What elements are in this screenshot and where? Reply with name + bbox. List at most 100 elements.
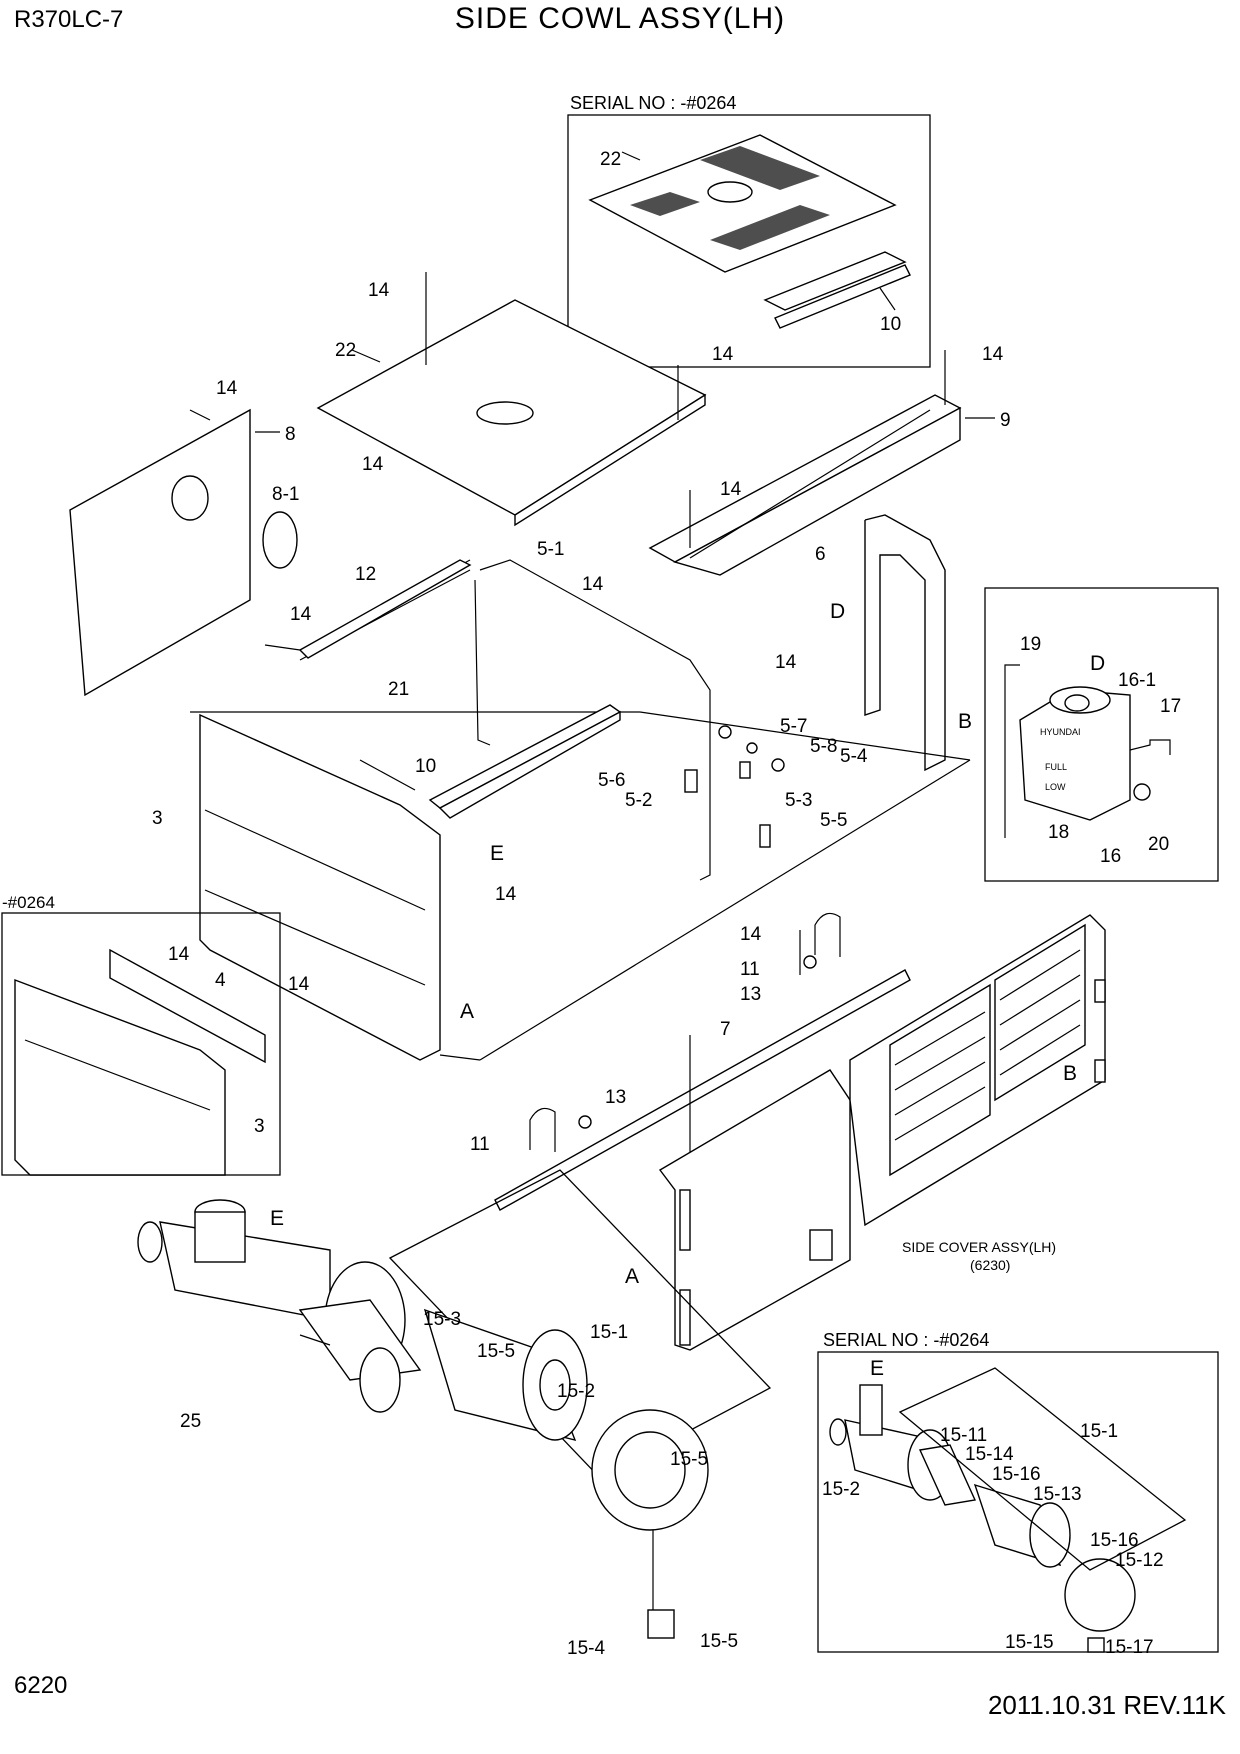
label-5-8: 5-8	[810, 736, 837, 757]
label-6: 6	[815, 544, 826, 565]
label-14d: 14	[216, 378, 238, 399]
label-20: 20	[1148, 834, 1169, 855]
plate-hole	[707, 181, 753, 203]
label-9: 9	[1000, 410, 1011, 431]
small-cleaner-group-box	[898, 1367, 1187, 1571]
channel-9	[648, 350, 995, 576]
model-number: R370LC-7	[14, 6, 124, 33]
label-5-3: 5-3	[785, 790, 812, 811]
label-15-3: 15-3	[423, 1309, 461, 1330]
label-4: 4	[215, 970, 226, 991]
label-3b: 3	[254, 1116, 265, 1137]
label-22b: 22	[335, 340, 356, 361]
label-11a: 11	[740, 959, 760, 980]
label-D-tank: D	[1090, 652, 1105, 675]
label-25: 25	[180, 1411, 201, 1432]
label-15-12: 15-12	[1115, 1550, 1164, 1571]
channel-bracket-10a	[763, 251, 907, 311]
label-D: D	[830, 600, 845, 623]
label-12: 12	[355, 564, 376, 585]
label-E: E	[490, 842, 504, 865]
label-B-side: B	[1063, 1062, 1077, 1085]
callout-labels: 22 10 14 22 14 14 9 14 8 8-1 14 14 5-1 1…	[152, 149, 1181, 1659]
label-8-1: 8-1	[272, 484, 299, 505]
tank-low: LOW	[1045, 782, 1066, 792]
label-14h: 14	[290, 604, 312, 625]
label-15-1: 15-1	[590, 1322, 628, 1343]
label-15-13: 15-13	[1033, 1484, 1082, 1505]
label-B: B	[958, 710, 972, 733]
inset-right-frame	[984, 587, 1219, 882]
leader	[621, 151, 641, 161]
hardware-5-x	[684, 725, 785, 848]
channel-bracket-10a-base	[774, 264, 911, 329]
vent-grille-1	[700, 146, 820, 190]
vented-plate	[588, 134, 897, 273]
label-15-5b: 15-5	[670, 1449, 708, 1470]
label-10a: 10	[880, 314, 901, 335]
label-5-4: 5-4	[840, 746, 868, 767]
handrail-7	[494, 912, 911, 1211]
label-14g: 14	[582, 574, 604, 595]
page-number: 6220	[14, 1672, 68, 1699]
label-17: 17	[1160, 696, 1181, 717]
label-15-1b: 15-1	[1080, 1421, 1118, 1442]
label-3: 3	[152, 808, 163, 829]
revision-date: 2011.10.31 REV.11K	[987, 1690, 1226, 1720]
label-14j: 14	[495, 884, 517, 905]
label-18: 18	[1048, 822, 1069, 843]
label-15-5c: 15-5	[700, 1631, 738, 1652]
label-15-2b: 15-2	[822, 1479, 860, 1500]
label-14i: 14	[775, 652, 797, 673]
label-15-16a: 15-16	[992, 1464, 1041, 1485]
label-15-15: 15-15	[1005, 1632, 1054, 1653]
inset-top-vented-cover: SERIAL NO : -#0264	[567, 93, 931, 368]
label-15-16b: 15-16	[1090, 1530, 1139, 1551]
label-5-7: 5-7	[780, 716, 807, 737]
inset-left-serial: -#0264	[2, 893, 55, 912]
label-13b: 13	[605, 1087, 626, 1108]
label-14a: 14	[368, 280, 390, 301]
label-15-5a: 15-5	[477, 1341, 515, 1362]
vent-grille-3	[710, 205, 830, 250]
inset-right-reservoir: HYUNDAI FULL LOW	[984, 587, 1219, 882]
label-5-5: 5-5	[820, 810, 847, 831]
label-15-17: 15-17	[1105, 1637, 1154, 1658]
label-5-1: 5-1	[537, 539, 564, 560]
page-title: SIDE COWL ASSY(LH)	[454, 2, 786, 35]
label-14e: 14	[362, 454, 384, 475]
label-15-11: 15-11	[940, 1425, 987, 1446]
frame-6	[864, 514, 946, 772]
inset-top-frame	[567, 114, 931, 368]
frame-3	[190, 711, 971, 1061]
side-panel-8	[69, 408, 298, 697]
inset-bottom-air-cleaner: SERIAL NO : -#0264	[817, 1330, 1219, 1653]
vent-grille-2	[630, 192, 700, 216]
bracket-12	[264, 559, 472, 659]
label-22a: 22	[600, 149, 621, 170]
inset-bottom-serial: SERIAL NO : -#0264	[823, 1330, 989, 1350]
label-A-side: A	[625, 1265, 639, 1288]
label-16: 16	[1100, 846, 1121, 867]
label-14b: 14	[712, 344, 734, 365]
tank-full: FULL	[1045, 762, 1067, 772]
inset-left-frame: -#0264	[1, 893, 281, 1176]
label-14l: 14	[168, 944, 190, 965]
side-cover-note-line2: (6230)	[970, 1257, 1010, 1273]
grommet-8-1	[262, 511, 298, 569]
tank-brand: HYUNDAI	[1040, 727, 1081, 737]
side-cover-assembly: SIDE COVER ASSY(LH) (6230)	[658, 914, 1106, 1351]
label-14f: 14	[720, 479, 742, 500]
label-21: 21	[388, 679, 409, 700]
label-5-6: 5-6	[598, 770, 625, 791]
label-14c: 14	[982, 344, 1004, 365]
bracket-10b	[428, 704, 622, 819]
label-16-1: 16-1	[1118, 670, 1156, 691]
air-cleaner-assembly	[137, 1169, 772, 1639]
label-14k: 14	[740, 924, 762, 945]
top-plate-22	[316, 272, 707, 527]
inset-top-serial: SERIAL NO : -#0264	[570, 93, 736, 113]
side-cover-note-line1: SIDE COVER ASSY(LH)	[902, 1239, 1056, 1255]
label-A: A	[460, 1000, 474, 1023]
